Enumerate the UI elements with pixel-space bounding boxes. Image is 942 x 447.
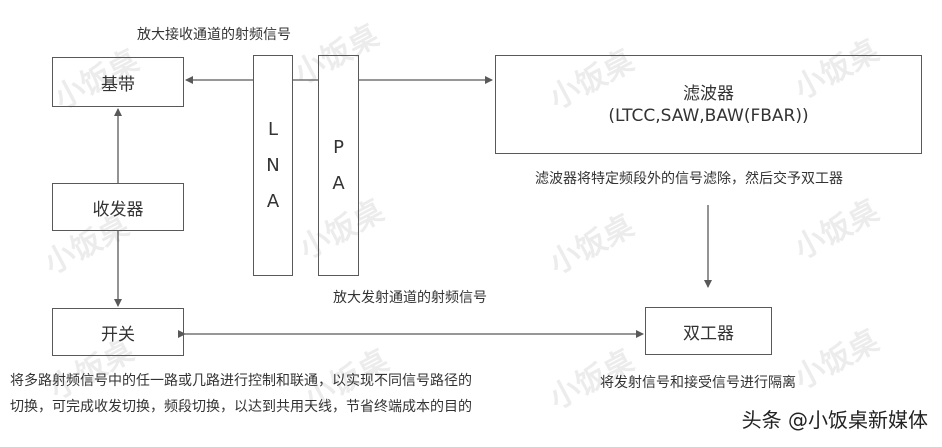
lna-caption: 放大接收通道的射频信号 (137, 27, 291, 43)
pa-letter: A (332, 172, 345, 194)
lna-box: L N A (253, 55, 293, 276)
baseband-box: 基带 (52, 57, 184, 107)
duplexer-box: 双工器 (645, 307, 772, 355)
duplexer-caption: 将发射信号和接受信号进行隔离 (600, 375, 796, 391)
duplexer-label: 双工器 (683, 323, 734, 344)
switch-note-line-1: 将多路射频信号中的任一路或几路进行控制和联通，以实现不同信号路径的 (10, 373, 472, 389)
filter-box: 滤波器 (LTCC,SAW,BAW(FBAR)) (495, 55, 922, 154)
footer-attribution: 头条 @小饭桌新媒体 (741, 408, 928, 432)
filter-caption: 滤波器将特定频段外的信号滤除，然后交予双工器 (535, 171, 843, 187)
pa-caption: 放大发射通道的射频信号 (333, 290, 487, 306)
lna-letter: A (266, 190, 280, 212)
transceiver-box: 收发器 (52, 183, 184, 231)
baseband-label: 基带 (101, 74, 135, 95)
pa-letter: P (333, 136, 344, 158)
switch-box: 开关 (52, 308, 184, 356)
pa-box: P A (318, 55, 359, 276)
lna-letter: L (267, 118, 279, 140)
transceiver-label: 收发器 (92, 199, 144, 220)
lna-letter: N (266, 154, 280, 176)
filter-subtitle: (LTCC,SAW,BAW(FBAR)) (608, 105, 809, 126)
switch-note-line-2: 切换，可完成收发切换，频段切换，以达到共用天线，节省终端成本的目的 (10, 399, 472, 415)
filter-title: 滤波器 (683, 83, 734, 104)
switch-label: 开关 (101, 324, 135, 345)
